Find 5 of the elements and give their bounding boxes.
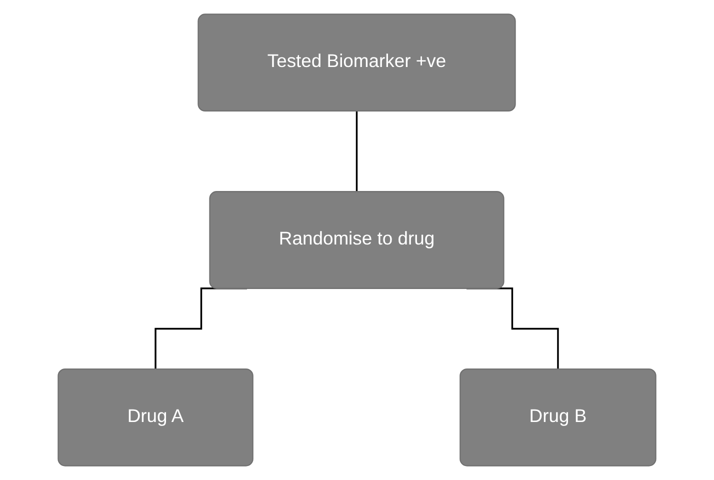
- connector: [356, 110, 358, 192]
- node-box: Randomise to drug: [209, 191, 504, 289]
- node-box: Drug A: [58, 368, 254, 466]
- node-box: Drug B: [460, 368, 656, 466]
- node-box: Tested Biomarker +ve: [198, 14, 516, 112]
